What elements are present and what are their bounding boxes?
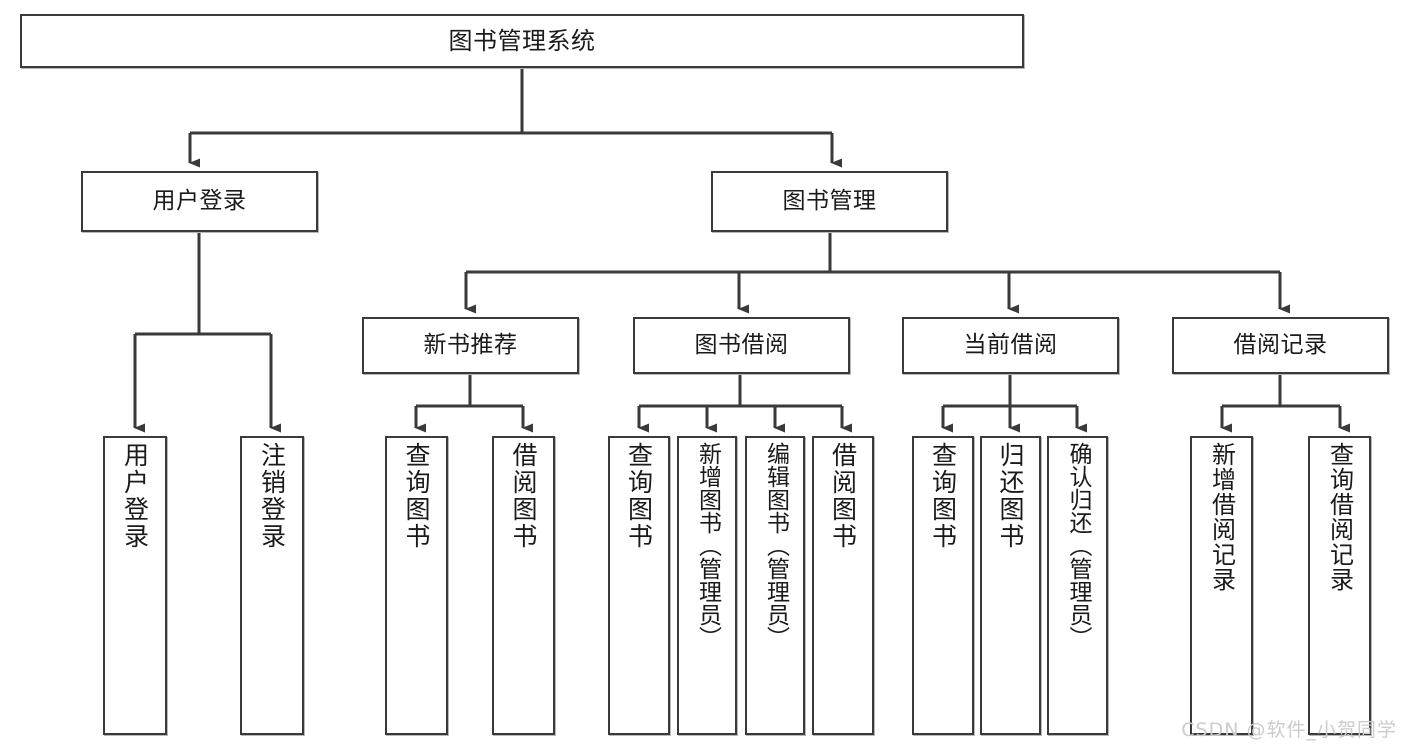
node-current-borrow[interactable]: 当前借阅 (902, 317, 1119, 374)
node-label: 查询图书 (928, 442, 958, 550)
node-label: 查询图书 (402, 442, 431, 550)
node-borrow-record[interactable]: 借阅记录 (1172, 317, 1389, 374)
node-label: 编辑图书（管理员） (762, 442, 789, 649)
node-user-login[interactable]: 用户登录 (81, 171, 318, 232)
node-label: 借阅图书 (509, 442, 538, 550)
node-label: 注销登录 (257, 442, 287, 550)
leaf-borrow-query-book[interactable]: 查询图书 (608, 436, 670, 735)
node-label: 确认归还（管理员） (1065, 442, 1091, 649)
leaf-borrow-add-book-admin[interactable]: 新增图书（管理员） (677, 436, 737, 735)
leaf-user-logout[interactable]: 注销登录 (240, 436, 304, 735)
node-label: 归还图书 (996, 442, 1025, 550)
node-book-management[interactable]: 图书管理 (711, 171, 948, 232)
leaf-current-confirm-return-admin[interactable]: 确认归还（管理员） (1047, 436, 1108, 735)
leaf-newbook-query-book[interactable]: 查询图书 (385, 436, 448, 735)
leaf-newbook-borrow-book[interactable]: 借阅图书 (492, 436, 555, 735)
node-label: 用户登录 (120, 442, 150, 550)
leaf-borrow-edit-book-admin[interactable]: 编辑图书（管理员） (745, 436, 805, 735)
node-book-borrow[interactable]: 图书借阅 (633, 317, 850, 374)
node-new-book-recommend[interactable]: 新书推荐 (362, 317, 579, 374)
node-label: 借阅记录 (1233, 331, 1328, 358)
leaf-current-return-book[interactable]: 归还图书 (980, 436, 1041, 735)
leaf-borrow-borrow-book[interactable]: 借阅图书 (812, 436, 874, 735)
node-label: 图书借阅 (694, 331, 789, 358)
node-label: 图书管理系统 (448, 26, 596, 55)
node-label: 查询图书 (624, 442, 654, 550)
node-label: 借阅图书 (828, 442, 858, 550)
node-label: 查询借阅记录 (1325, 442, 1354, 592)
leaf-record-add-borrow-record[interactable]: 新增借阅记录 (1190, 436, 1253, 735)
node-label: 当前借阅 (963, 331, 1058, 358)
node-label: 用户登录 (152, 187, 247, 214)
node-label: 图书管理 (782, 187, 877, 214)
leaf-record-query-borrow-record[interactable]: 查询借阅记录 (1308, 436, 1371, 735)
csdn-watermark: CSDN @软件_小贺同学 (1181, 719, 1397, 741)
leaf-user-login[interactable]: 用户登录 (103, 436, 167, 735)
node-label: 新书推荐 (423, 331, 518, 358)
node-label: 新增借阅记录 (1207, 442, 1236, 592)
node-root-library-system[interactable]: 图书管理系统 (20, 14, 1024, 68)
node-label: 新增图书（管理员） (694, 442, 721, 649)
leaf-current-query-book[interactable]: 查询图书 (912, 436, 974, 735)
